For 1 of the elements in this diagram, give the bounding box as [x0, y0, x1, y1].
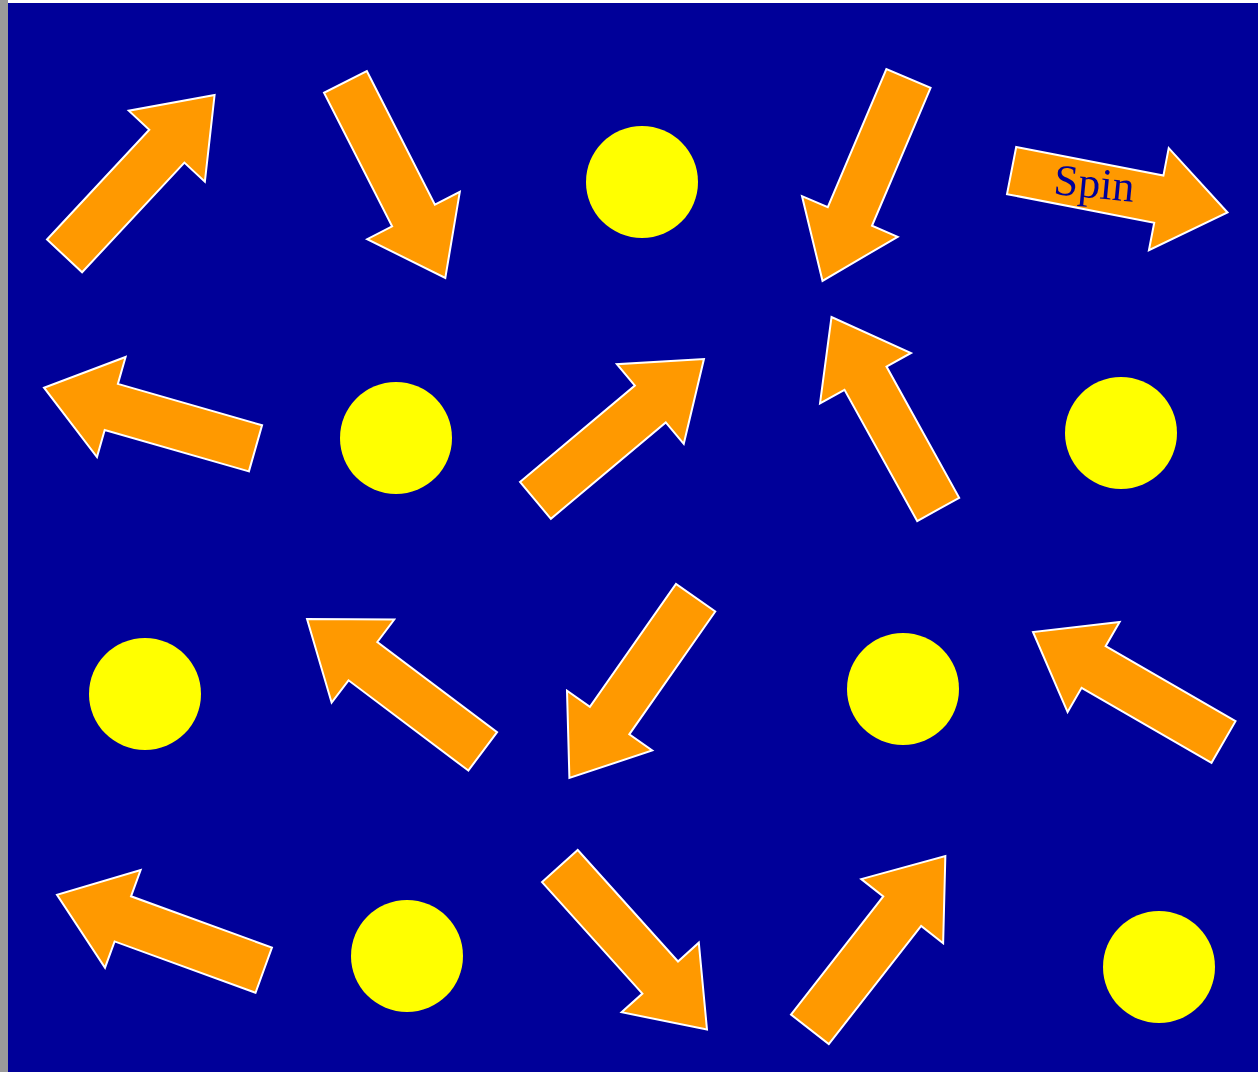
arrow-label: Spin: [1052, 158, 1138, 210]
